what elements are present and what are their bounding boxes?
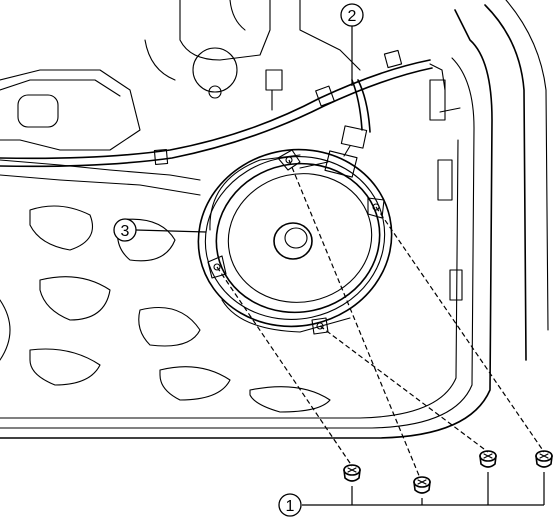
screw — [535, 450, 553, 468]
screw — [479, 450, 497, 468]
screw — [343, 464, 361, 482]
screw — [413, 476, 431, 494]
callout-connector: 2 — [340, 3, 364, 27]
callout-screws: 1 — [278, 493, 302, 517]
callout-number: 2 — [348, 8, 357, 25]
leader-lines — [135, 26, 545, 506]
callout-speaker: 3 — [113, 218, 137, 242]
screws — [343, 450, 553, 494]
speaker-unit — [197, 148, 393, 335]
callout-number: 1 — [286, 498, 295, 515]
wire-harness — [0, 49, 446, 178]
screw-guide-lines — [216, 159, 545, 479]
callout-number: 3 — [121, 223, 130, 240]
door-panel — [0, 0, 549, 439]
